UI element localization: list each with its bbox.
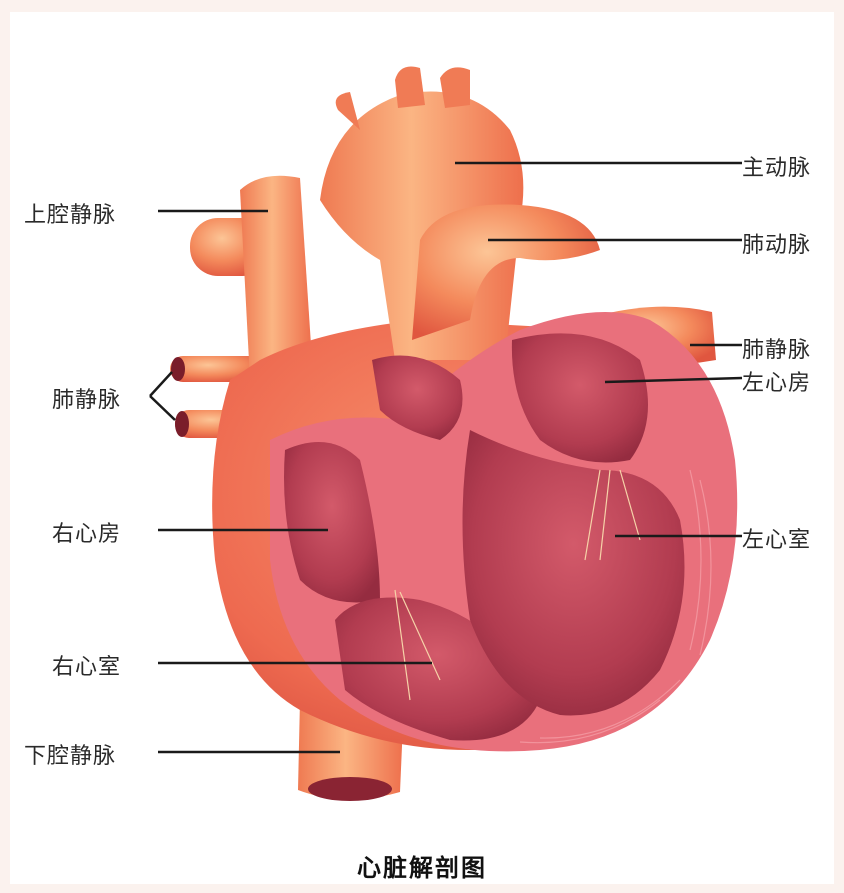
label-inferior-vena-cava: 下腔静脉 [24,738,116,770]
label-pulmonary-vein-right: 肺静脉 [742,332,811,364]
label-left-atrium: 左心房 [742,365,811,397]
label-aorta: 主动脉 [742,150,811,182]
leader-pv-left-lower [150,396,175,420]
label-left-ventricle: 左心室 [742,522,811,554]
label-right-ventricle: 右心室 [52,649,121,681]
leader-pv-left-upper [150,372,172,396]
diagram-caption: 心脏解剖图 [0,848,844,883]
label-superior-vena-cava: 上腔静脉 [24,197,116,229]
label-pulmonary-artery: 肺动脉 [742,227,811,259]
label-pulmonary-vein-left: 肺静脉 [52,382,121,414]
label-right-atrium: 右心房 [52,516,121,548]
